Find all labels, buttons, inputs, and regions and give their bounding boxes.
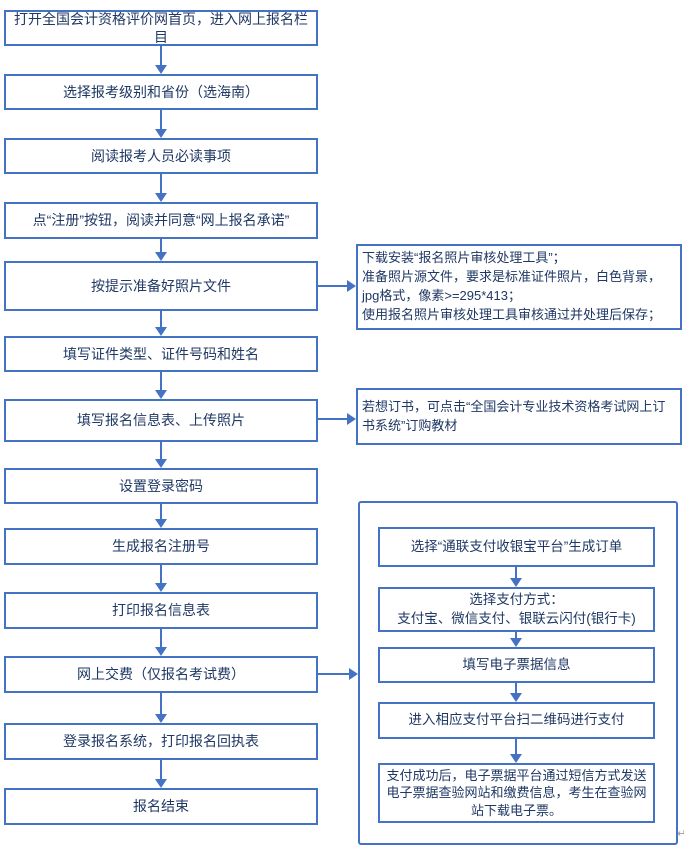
flow-step-label: 设置登录密码: [119, 477, 203, 494]
down-arrow-connector: [510, 739, 522, 763]
book-order-note: 若想订书，可点击“全国会计专业技术资格考试网上订书系统”订购教材: [356, 388, 682, 445]
photo-requirements-note: 下载安装“报名照片审核处理工具”； 准备照片源文件，要求是标准证件照片，白色背景…: [356, 244, 682, 330]
down-arrow-connector: [510, 632, 522, 647]
down-arrow-connector: [155, 372, 167, 399]
flow-step-label: 报名结束: [133, 798, 189, 815]
flow-step-label: 网上交费（仅报名考试费）: [77, 666, 245, 683]
payment-step-success-note: 支付成功后，电子票据平台通过短信方式发送电子票据查验网站和缴费信息，考生在查验网…: [378, 763, 655, 823]
photo-requirements-text: 下载安装“报名照片审核处理工具”； 准备照片源文件，要求是标准证件照片，白色背景…: [362, 250, 662, 322]
flow-step-label: 打开全国会计资格评价网首页，进入网上报名栏目: [14, 10, 308, 45]
flow-step-label: 选择报考级别和省份（选海南）: [63, 83, 259, 100]
down-arrow-connector: [155, 110, 167, 138]
flow-step-pay-online: 网上交费（仅报名考试费）: [4, 656, 318, 693]
flow-step-set-password: 设置登录密码: [4, 468, 318, 504]
payment-step-label: 支付成功后，电子票据平台通过短信方式发送电子票据查验网站和缴费信息，考生在查验网…: [386, 767, 647, 818]
flow-step-print-form: 打印报名信息表: [4, 592, 318, 629]
flow-step-label: 生成报名注册号: [112, 538, 210, 555]
down-arrow-connector: [155, 239, 167, 261]
payment-step-invoice-info: 填写电子票据信息: [378, 647, 655, 683]
flow-step-prepare-photo: 按提示准备好照片文件: [4, 261, 318, 311]
flow-step-open-homepage: 打开全国会计资格评价网首页，进入网上报名栏目: [4, 10, 318, 46]
payment-step-create-order: 选择“通联支付收银宝平台”生成订单: [378, 527, 655, 567]
payment-step-label: 进入相应支付平台扫二维码进行支付: [408, 712, 625, 728]
line-break-mark: ↵: [677, 828, 684, 840]
flow-step-label: 填写报名信息表、上传照片: [77, 412, 245, 429]
flow-step-fill-form: 填写报名信息表、上传照片: [4, 399, 318, 442]
flow-step-label: 点“注册”按钮，阅读并同意“网上报名承诺”: [32, 212, 290, 229]
book-order-text: 若想订书，可点击“全国会计专业技术资格考试网上订书系统”订购教材: [362, 398, 666, 433]
down-arrow-connector: [155, 565, 167, 592]
flow-step-gen-number: 生成报名注册号: [4, 528, 318, 565]
flow-step-label: 登录报名系统，打印报名回执表: [63, 733, 259, 750]
down-arrow-connector: [155, 174, 167, 202]
right-arrow-connector-book: [318, 413, 356, 425]
down-arrow-connector: [155, 629, 167, 656]
payment-step-choose-method: 选择支付方式： 支付宝、微信支付、银联云闪付(银行卡): [378, 587, 655, 632]
down-arrow-connector: [155, 442, 167, 468]
flow-step-label: 填写证件类型、证件号码和姓名: [63, 345, 259, 362]
payment-step-label: 选择支付方式： 支付宝、微信支付、银联云闪付(银行卡): [397, 592, 636, 626]
down-arrow-connector: [155, 311, 167, 336]
flow-step-select-level: 选择报考级别和省份（选海南）: [4, 74, 318, 110]
down-arrow-connector: [510, 567, 522, 587]
flow-step-label: 打印报名信息表: [112, 602, 210, 619]
flow-step-register: 点“注册”按钮，阅读并同意“网上报名承诺”: [4, 202, 318, 239]
right-arrow-connector-photo: [318, 280, 356, 292]
right-arrow-connector-payment: [318, 668, 358, 680]
flow-step-label: 阅读报考人员必读事项: [91, 147, 231, 164]
down-arrow-connector: [155, 504, 167, 528]
flow-step-fill-id: 填写证件类型、证件号码和姓名: [4, 336, 318, 372]
payment-step-scan-qrcode: 进入相应支付平台扫二维码进行支付: [378, 702, 655, 739]
payment-step-label: 填写电子票据信息: [462, 656, 571, 672]
payment-step-label: 选择“通联支付收银宝平台”生成订单: [410, 538, 623, 554]
down-arrow-connector: [510, 683, 522, 702]
flow-step-finish: 报名结束: [4, 788, 318, 825]
flow-step-print-receipt: 登录报名系统，打印报名回执表: [4, 723, 318, 760]
flow-step-read-notice: 阅读报考人员必读事项: [4, 138, 318, 174]
down-arrow-connector: [155, 693, 167, 723]
down-arrow-connector: [155, 760, 167, 788]
down-arrow-connector: [155, 46, 167, 74]
flow-step-label: 按提示准备好照片文件: [91, 277, 231, 294]
